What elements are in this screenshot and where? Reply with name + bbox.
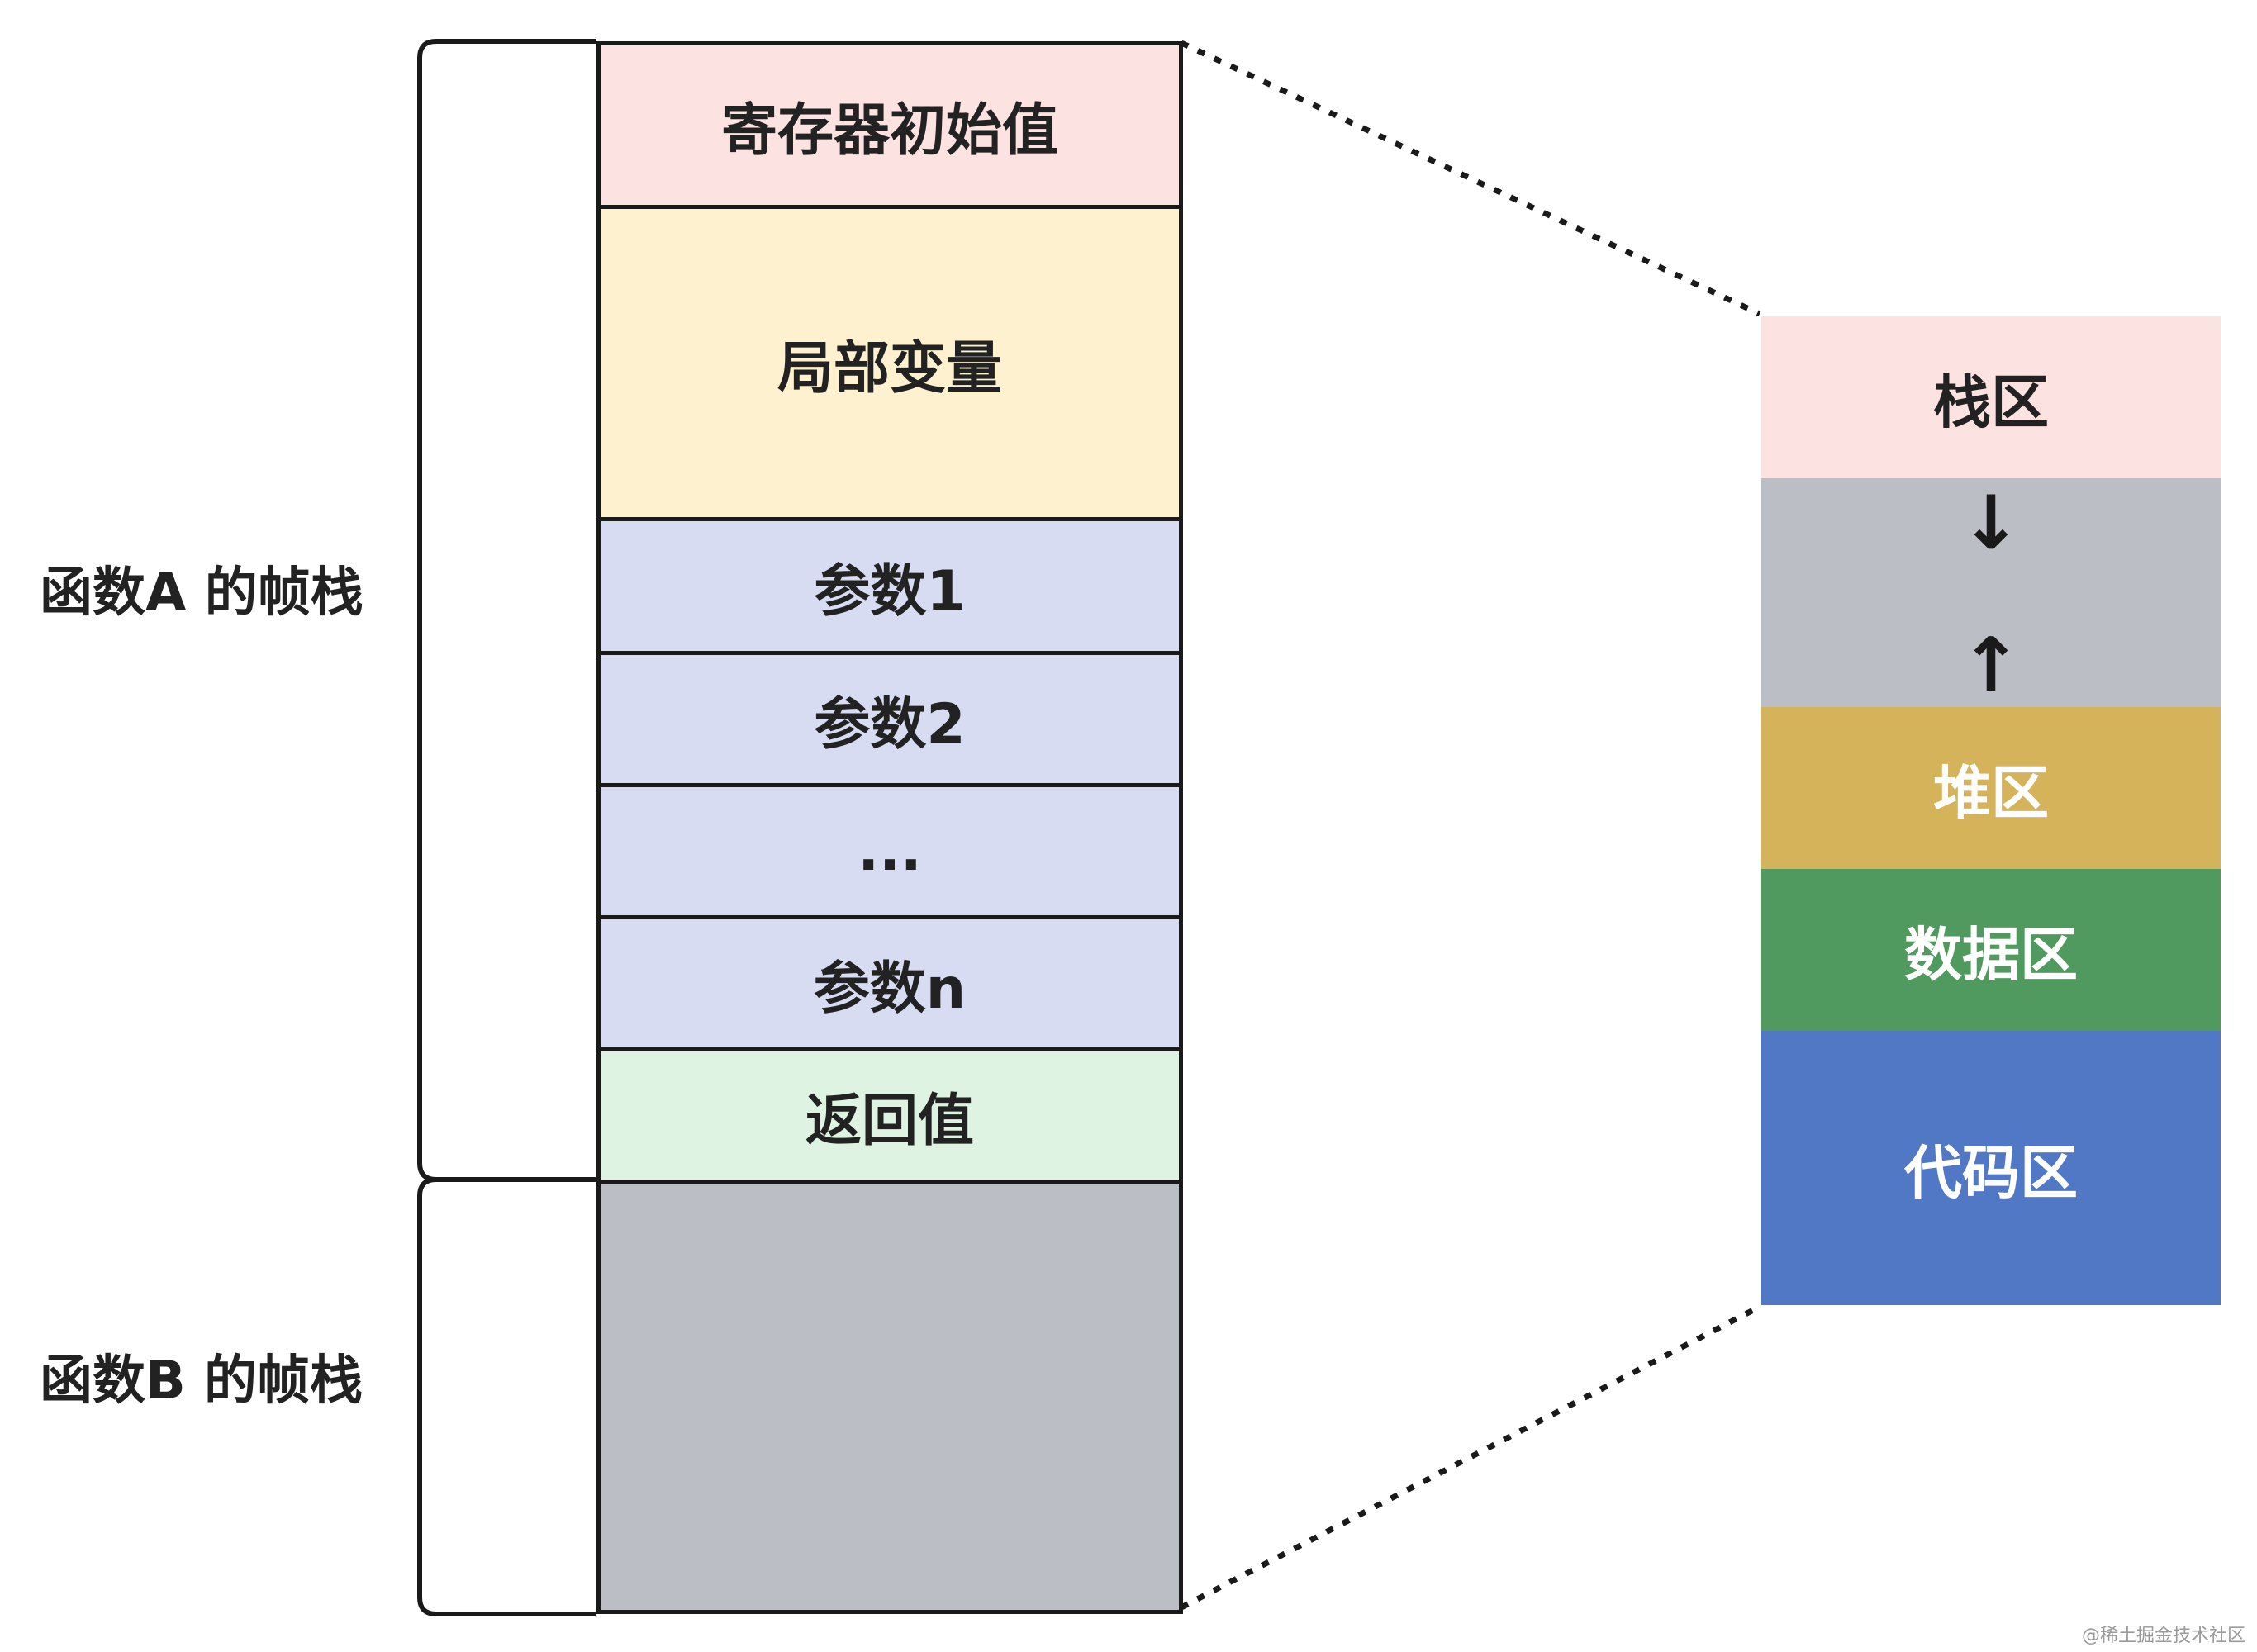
memory-data-area: 数据区: [1761, 869, 2221, 1031]
memory-code-area: 代码区: [1761, 1031, 2221, 1305]
stack-cell-param-1: 参数1: [596, 517, 1183, 655]
frame-b-label: 函数B 的帧栈: [40, 1351, 363, 1412]
stack-cell-return-value: 返回值: [596, 1047, 1183, 1184]
stack-cell-local-vars: 局部变量: [596, 205, 1183, 521]
memory-free-gap: ↓ ↑: [1761, 478, 2221, 707]
frame-b-bracket: [417, 1177, 596, 1616]
stack-cell-param-n: 参数n: [596, 915, 1183, 1051]
stack-cell-param-2: 参数2: [596, 651, 1183, 787]
stack-cell-register-init: 寄存器初始值: [596, 41, 1183, 209]
arrow-down-icon: ↓: [1960, 480, 2022, 567]
zoom-line-bottom: [1180, 1303, 1761, 1611]
watermark: @稀土掘金技术社区: [2081, 1626, 2245, 1646]
frame-a-bracket: [417, 39, 596, 1182]
arrow-up-icon: ↑: [1960, 622, 2022, 709]
stack-cell-frame-b: [596, 1180, 1183, 1614]
frame-a-label: 函数A 的帧栈: [40, 563, 363, 624]
memory-stack-area: 栈区: [1761, 316, 2221, 478]
zoom-line-top: [1180, 40, 1761, 317]
stack-cell-ellipsis: ...: [596, 783, 1183, 919]
memory-heap-area: 堆区: [1761, 707, 2221, 869]
